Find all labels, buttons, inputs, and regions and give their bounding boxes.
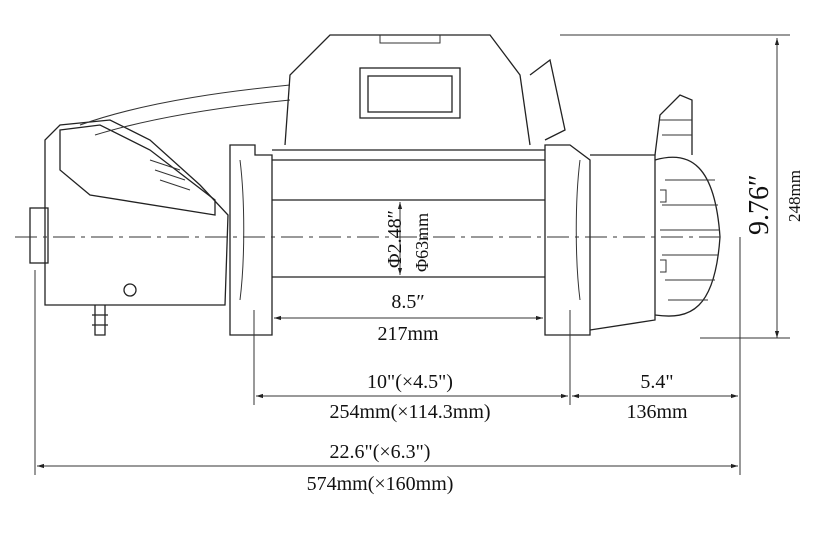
gearbox-in: 5.4" bbox=[640, 371, 673, 393]
control-box bbox=[284, 34, 566, 146]
mount-in: 10"(×4.5") bbox=[367, 371, 453, 393]
drum-length-in: 8.5″ bbox=[391, 291, 424, 313]
left-end-plate bbox=[229, 144, 273, 336]
tie-bar bbox=[272, 149, 545, 161]
overall-mm: 574mm(×160mm) bbox=[307, 473, 454, 495]
right-end-plate bbox=[544, 144, 591, 336]
overall-in: 22.6"(×6.3") bbox=[330, 441, 431, 463]
motor-housing bbox=[29, 84, 291, 336]
height-mm: 248mm bbox=[785, 170, 804, 222]
drum bbox=[272, 199, 545, 278]
gearbox-mm: 136mm bbox=[626, 401, 688, 423]
height-in: 9.76″ bbox=[744, 174, 775, 235]
mount-mm: 254mm(×114.3mm) bbox=[329, 401, 490, 423]
drum-diameter-mm: Φ63mm bbox=[412, 213, 432, 272]
gearbox bbox=[589, 94, 721, 331]
drum-diameter-in: Φ2.48″ bbox=[384, 210, 406, 268]
drum-length-mm: 217mm bbox=[377, 323, 439, 345]
